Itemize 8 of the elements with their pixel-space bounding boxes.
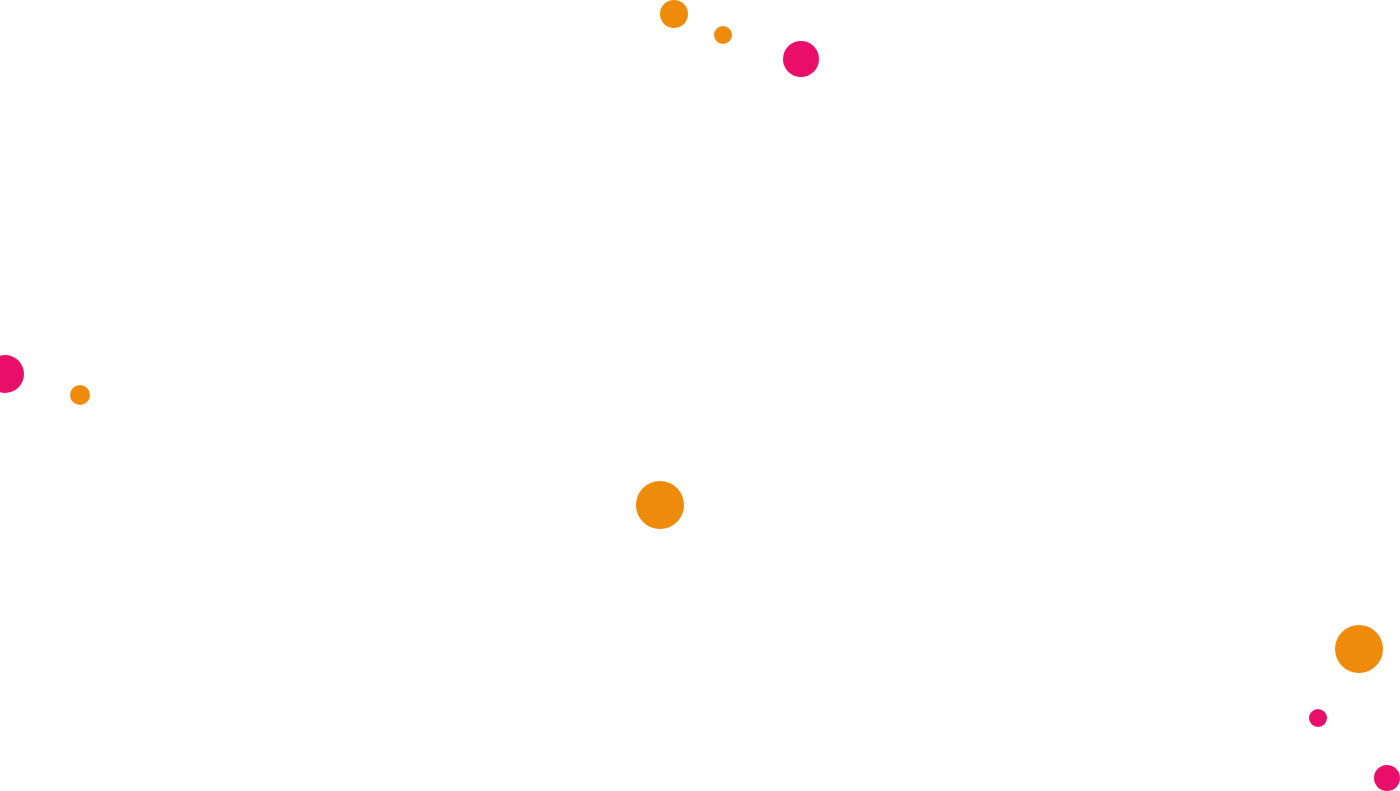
dot — [636, 481, 684, 529]
dot — [70, 385, 90, 405]
dot — [1309, 709, 1327, 727]
dot — [714, 26, 732, 44]
dot — [1374, 765, 1400, 791]
dot — [660, 0, 688, 28]
dot — [1335, 625, 1383, 673]
dot — [783, 41, 819, 77]
